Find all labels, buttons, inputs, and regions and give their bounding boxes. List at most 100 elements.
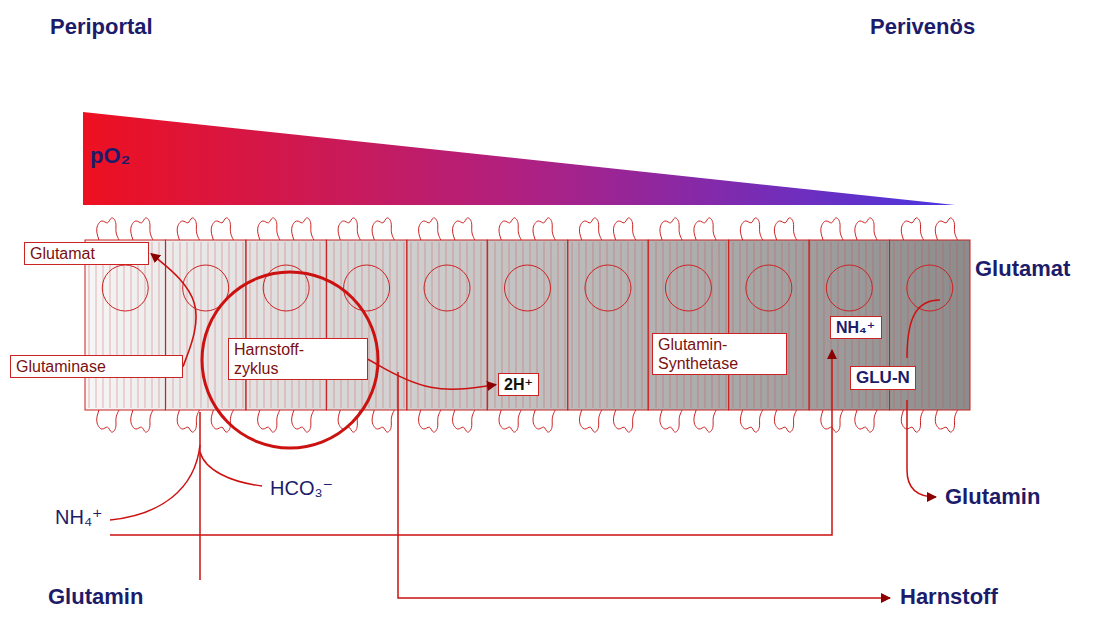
cell-stripe [747,242,748,408]
nucleus [665,265,711,311]
cell-stripe [453,242,454,408]
flux-arrow [151,254,196,367]
nucleus [424,265,470,311]
nucleus [102,265,148,311]
cell-stripe [355,242,356,408]
cell-stripe [677,242,678,408]
microvilli [935,218,957,240]
cell-stripe [383,242,384,408]
bicarbonate-inflow [200,452,262,486]
cell-stripe [670,242,671,408]
zone-label: Periportal [50,14,153,40]
node-label: 2H⁺ [504,375,533,394]
urea-cycle-circle [202,272,378,448]
urea-outflow [398,372,890,598]
cell-stripe [285,242,286,408]
cell-stripe [817,242,818,408]
cell-stripe [565,242,566,408]
microvilli [533,410,555,432]
microvilli [613,410,635,432]
cell-stripe [803,242,804,408]
cell-stripe [460,242,461,408]
metabolite-label: Glutamin [945,484,1040,510]
microvilli [935,410,957,432]
cell-stripe [306,242,307,408]
cell-stripe [180,242,181,408]
cell-stripe [320,242,321,408]
microvilli [694,410,716,432]
microvilli [211,218,233,240]
nucleus [344,265,390,311]
cell-stripe [656,242,657,408]
cell-stripe [621,242,622,408]
cell-stripe [299,242,300,408]
cell-stripe [201,242,202,408]
nucleus [826,265,872,311]
cell-stripe [124,242,125,408]
cell-stripe [824,242,825,408]
metabolite-label: NH₄⁺ [55,505,103,529]
cell-stripe [194,242,195,408]
microvilli [258,410,280,432]
cell-stripe [754,242,755,408]
nucleus [585,265,631,311]
cell-stripe [425,242,426,408]
cell-stripe [628,242,629,408]
glutamine-inflow [199,412,201,580]
microvilli [131,410,153,432]
cell-stripe [250,242,251,408]
hepatocyte [487,240,567,410]
nucleus [505,265,551,311]
cell-stripe [236,242,237,408]
hepatocyte [568,240,648,410]
microvilli [419,410,441,432]
cell-stripe [544,242,545,408]
microvilli [372,410,394,432]
node-label: Glutamin- Synthetase [658,335,738,373]
cell-stripe [663,242,664,408]
cell-stripe [292,242,293,408]
cell-stripe [929,242,930,408]
cell-stripe [362,242,363,408]
substrate-box: Glutamat [24,242,149,265]
microvilli [372,218,394,240]
cell-stripe [789,242,790,408]
microvilli [177,410,199,432]
microvilli [533,218,555,240]
hepatocytes [85,218,970,432]
microvilli [338,410,360,432]
cell-stripe [684,242,685,408]
glutamate-uptake [907,300,940,358]
oxygen-gradient [83,112,955,205]
cell-stripe [579,242,580,408]
microvilli [821,218,843,240]
metabolite-label: Glutamat [975,256,1070,282]
cell-stripe [810,242,811,408]
cell-stripe [159,242,160,408]
microvilli [613,218,635,240]
cell-stripe [313,242,314,408]
cell-stripe [614,242,615,408]
cell-stripe [404,242,405,408]
metabolite-label: HCO₃⁻ [270,476,333,500]
microvilli [774,410,796,432]
microvilli [901,218,923,240]
cell-stripe [726,242,727,408]
metabolite-label: Harnstoff [900,584,998,610]
cell-stripe [607,242,608,408]
microvilli [419,218,441,240]
cell-stripe [432,242,433,408]
cell-stripe [446,242,447,408]
node-label: Harnstoff- zyklus [234,340,304,378]
zone-label: Perivenös [870,14,975,40]
microvilli [694,218,716,240]
microvilli [740,410,762,432]
cell-stripe [152,242,153,408]
cell-stripe [796,242,797,408]
cell-stripe [712,242,713,408]
cell-stripe [775,242,776,408]
node-label: Glutaminase [16,357,177,376]
microvilli [453,410,475,432]
cell-stripe [572,242,573,408]
